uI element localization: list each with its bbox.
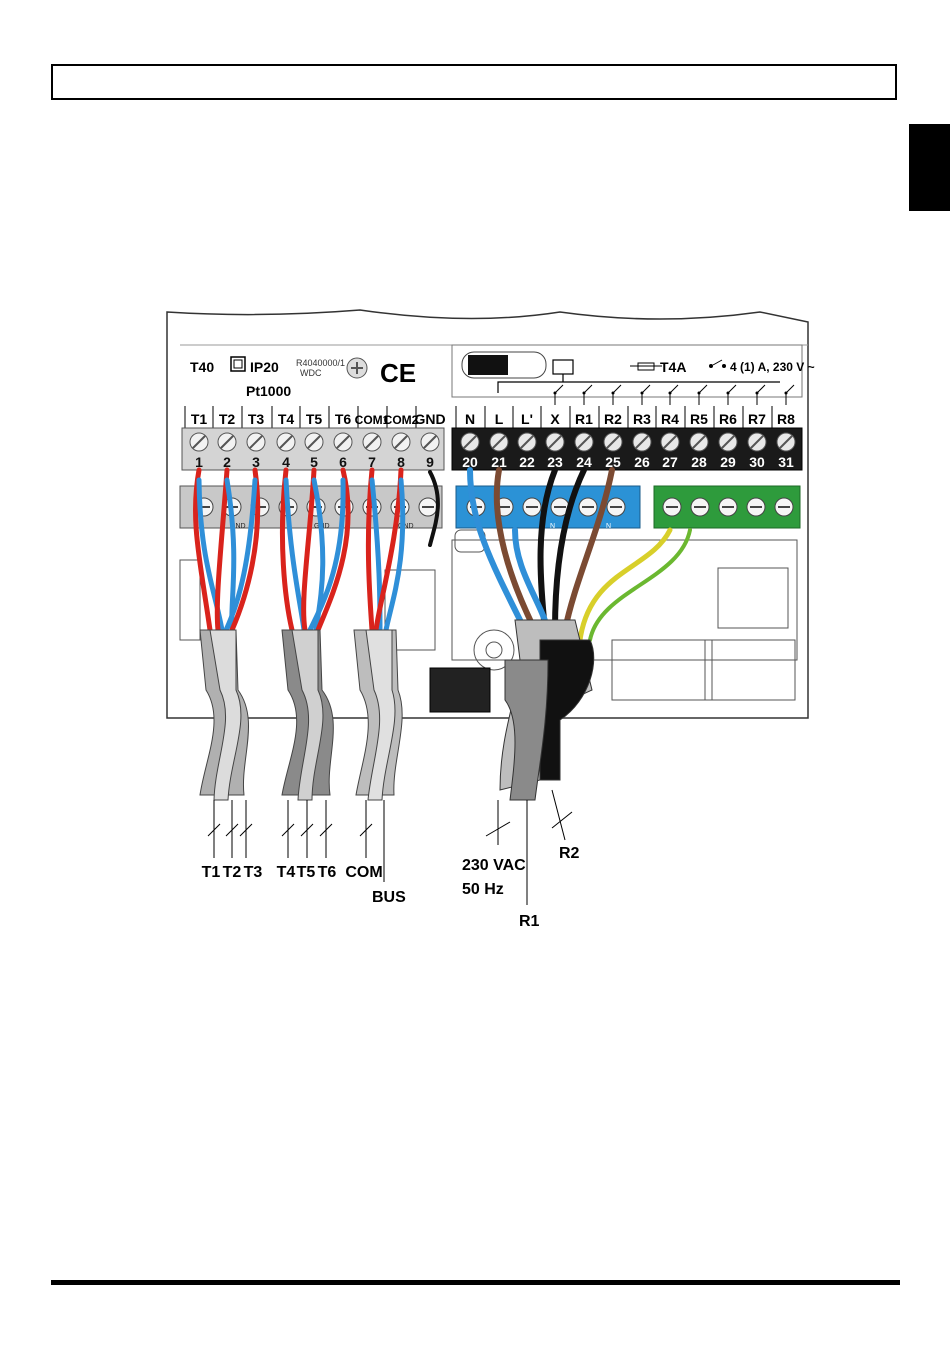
- terminal-screw-22: [518, 433, 536, 451]
- r1-label: R1: [519, 913, 540, 930]
- power-label-frequency: 50 Hz: [462, 881, 504, 898]
- terminal-number-27: 27: [662, 454, 678, 470]
- terminal-screw-25: [604, 433, 622, 451]
- terminal-number-9: 9: [426, 454, 434, 470]
- terminal-label-2: T2: [219, 411, 236, 427]
- plug-screw: [691, 498, 709, 516]
- terminal-number-3: 3: [252, 454, 260, 470]
- cable-label-t1: T1: [202, 864, 221, 881]
- r2-label: R2: [559, 845, 580, 862]
- terminal-label-4: T4: [278, 411, 295, 427]
- fuse-rating: T4A: [660, 359, 686, 375]
- terminal-label-14: R1: [575, 411, 593, 427]
- plug-screw: [663, 498, 681, 516]
- code-line-2: WDC: [300, 368, 322, 378]
- terminal-screw-30: [748, 433, 766, 451]
- terminal-label-1: T1: [191, 411, 208, 427]
- sensor-cable-jackets: [200, 630, 402, 800]
- terminal-screw-27: [661, 433, 679, 451]
- power-label-voltage: 230 VAC: [462, 857, 526, 874]
- terminal-number-29: 29: [720, 454, 736, 470]
- terminal-number-26: 26: [634, 454, 650, 470]
- terminal-screw-3: [247, 433, 265, 451]
- plug-screw: [607, 498, 625, 516]
- terminal-screw-4: [277, 433, 295, 451]
- terminal-screw-2: [218, 433, 236, 451]
- model-label: T40: [190, 359, 214, 375]
- bus-label: BUS: [372, 889, 406, 906]
- terminal-screw-23: [546, 433, 564, 451]
- cable-label-t2: T2: [223, 864, 242, 881]
- plug-screw: [523, 498, 541, 516]
- terminal-label-5: T5: [306, 411, 323, 427]
- plug-screw: [747, 498, 765, 516]
- cable-label-t6: T6: [318, 864, 337, 881]
- terminal-screw-9: [421, 433, 439, 451]
- terminal-number-28: 28: [691, 454, 707, 470]
- terminal-label-11: L: [495, 411, 504, 427]
- terminal-label-16: R3: [633, 411, 651, 427]
- screw-icon: [347, 358, 367, 378]
- plug-screw: [775, 498, 793, 516]
- terminal-label-15: R2: [604, 411, 622, 427]
- terminal-screw-8: [392, 433, 410, 451]
- terminal-label-12: L': [521, 411, 533, 427]
- cable-ends: [208, 790, 572, 905]
- terminal-screw-29: [719, 433, 737, 451]
- code-line-1: R4040000/1: [296, 358, 345, 368]
- terminal-number-31: 31: [778, 454, 794, 470]
- terminal-label-6: T6: [335, 411, 352, 427]
- plug-screw: [419, 498, 437, 516]
- terminal-label-21: R8: [777, 411, 795, 427]
- terminal-label-8: COM2: [384, 413, 419, 427]
- plug-screw: [579, 498, 597, 516]
- cable-label-t4: T4: [277, 864, 296, 881]
- terminal-screw-20: [461, 433, 479, 451]
- ce-mark: CE: [380, 358, 416, 388]
- cable-label-t3: T3: [244, 864, 263, 881]
- cable-label-t5: T5: [297, 864, 316, 881]
- terminal-screw-7: [363, 433, 381, 451]
- terminal-label-18: R5: [690, 411, 708, 427]
- sensor-type-label: Pt1000: [246, 383, 291, 399]
- terminal-label-19: R6: [719, 411, 737, 427]
- n-mark-1: N: [550, 523, 555, 530]
- terminal-label-20: R7: [748, 411, 766, 427]
- terminal-label-10: N: [465, 411, 475, 427]
- terminal-label-3: T3: [248, 411, 265, 427]
- terminal-screw-26: [633, 433, 651, 451]
- n-mark-2: N: [606, 523, 611, 530]
- terminal-label-9: GND: [414, 411, 445, 427]
- terminal-screw-28: [690, 433, 708, 451]
- terminal-number-22: 22: [519, 454, 535, 470]
- terminal-number-30: 30: [749, 454, 765, 470]
- terminal-screw-31: [777, 433, 795, 451]
- terminal-screw-6: [334, 433, 352, 451]
- terminal-screw-24: [575, 433, 593, 451]
- relay-rating: 4 (1) A, 230 V ~: [730, 360, 815, 374]
- terminal-screw-21: [490, 433, 508, 451]
- plug-screw: [719, 498, 737, 516]
- terminal-screw-1: [190, 433, 208, 451]
- terminal-label-13: X: [550, 411, 560, 427]
- cable-label-com: COM: [345, 864, 382, 881]
- terminal-screw-5: [305, 433, 323, 451]
- ip-rating: IP20: [250, 359, 279, 375]
- fuse-holder: [468, 355, 508, 375]
- terminal-label-17: R4: [661, 411, 679, 427]
